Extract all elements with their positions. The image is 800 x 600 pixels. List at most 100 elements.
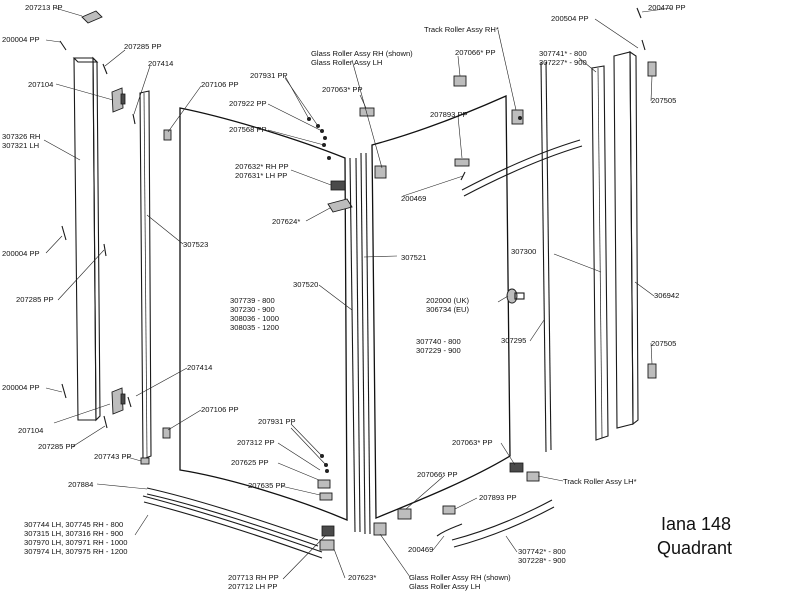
bottom-seal-207884 bbox=[146, 487, 319, 547]
label-207505-bottom: 207505 bbox=[651, 339, 676, 348]
label-207106-bottom: 207106 PP bbox=[201, 405, 239, 414]
label-307521: 307521 bbox=[401, 253, 426, 262]
label-207505-top: 207505 bbox=[651, 96, 676, 105]
label-200469-bottom: 200469 bbox=[408, 545, 433, 554]
door-seal-307520 bbox=[349, 157, 361, 533]
label-200004-bottom: 200004 PP bbox=[2, 383, 40, 392]
label-207931-top: 207931 PP bbox=[250, 71, 288, 80]
profile-307741 bbox=[591, 65, 609, 441]
label-207312: 207312 PP bbox=[237, 438, 275, 447]
hinge-207104-top bbox=[111, 87, 126, 113]
label-307300: 307300 bbox=[511, 247, 536, 256]
label-207623: 207623* bbox=[348, 573, 376, 582]
label-207922: 207922 PP bbox=[229, 99, 267, 108]
label-307742: 307742* - 800 bbox=[518, 547, 566, 556]
label-200469-top: 200469 bbox=[401, 194, 426, 203]
label-track-roller-lh: Track Roller Assy LH* bbox=[563, 477, 637, 486]
label-307228: 307228* - 900 bbox=[518, 556, 566, 565]
label-207213: 207213 PP bbox=[25, 3, 63, 12]
glass-roller-bottom bbox=[373, 522, 387, 536]
label-207414-bottom: 207414 bbox=[187, 363, 212, 372]
bottom-track-right bbox=[451, 499, 555, 548]
glass-roller-top bbox=[374, 165, 387, 179]
label-307229: 307229 - 900 bbox=[416, 346, 461, 355]
label-207624: 207624* bbox=[272, 217, 300, 226]
label-207063-top: 207063* PP bbox=[322, 85, 363, 94]
label-308036: 308036 - 1000 bbox=[230, 314, 279, 323]
label-207106-top: 207106 PP bbox=[201, 80, 239, 89]
screw-200004-mid bbox=[61, 225, 67, 241]
leader-lines bbox=[43, 7, 673, 580]
label-207063-bottom: 207063* PP bbox=[452, 438, 493, 447]
seal-307295 bbox=[540, 61, 552, 453]
top-curved-rail bbox=[461, 139, 583, 197]
door-seal-307521 bbox=[360, 152, 371, 535]
diagram-title-line1: Iana 148 bbox=[661, 514, 731, 534]
label-307741: 307741* - 800 bbox=[539, 49, 587, 58]
label-307970: 307970 LH, 307971 RH - 1000 bbox=[24, 538, 127, 547]
label-200470: 200470 PP bbox=[648, 3, 686, 12]
label-207625: 207625 PP bbox=[231, 458, 269, 467]
label-307321: 307321 LH bbox=[2, 141, 39, 150]
label-202000: 202000 (UK) bbox=[426, 296, 470, 305]
label-207632: 207632* RH PP bbox=[235, 162, 289, 171]
label-200004-top: 200004 PP bbox=[2, 35, 40, 44]
bracket-207624 bbox=[327, 198, 353, 213]
label-306734: 306734 (EU) bbox=[426, 305, 470, 314]
bracket-207213 bbox=[81, 10, 103, 24]
diagram-title-line2: Quadrant bbox=[657, 538, 732, 558]
label-207568: 207568 PP bbox=[229, 125, 267, 134]
label-307295: 307295 bbox=[501, 336, 526, 345]
part-labels: 207213 PP 200004 PP 207285 PP 207414 207… bbox=[2, 3, 686, 591]
wall-profile-left bbox=[72, 56, 101, 422]
door-knob bbox=[506, 288, 525, 304]
bottom-track-left bbox=[142, 495, 323, 559]
label-207635: 207635 PP bbox=[248, 481, 286, 490]
label-307227: 307227* - 900 bbox=[539, 58, 587, 67]
label-207713: 207713 RH PP bbox=[228, 573, 279, 582]
label-307744: 307744 LH, 307745 RH - 800 bbox=[24, 520, 123, 529]
label-207743: 207743 PP bbox=[94, 452, 132, 461]
label-glass-roller-top-rh: Glass Roller Assy RH (shown) bbox=[311, 49, 413, 58]
fixed-glass-left bbox=[179, 107, 348, 521]
label-glass-roller-top-lh: Glass Roller Assy LH bbox=[311, 58, 382, 67]
sliding-door-glass bbox=[371, 95, 511, 519]
label-207893-bottom: 207893 PP bbox=[479, 493, 517, 502]
label-207104-top: 207104 bbox=[28, 80, 53, 89]
label-207884: 207884 bbox=[68, 480, 93, 489]
label-207285-top: 207285 PP bbox=[124, 42, 162, 51]
label-track-roller-rh: Track Roller Assy RH* bbox=[424, 25, 499, 34]
hinge-207104-bottom bbox=[111, 387, 126, 415]
screw-200004-top bbox=[59, 40, 67, 51]
label-glass-roller-bottom-rh: Glass Roller Assy RH (shown) bbox=[409, 573, 511, 582]
label-207893-top: 207893 PP bbox=[430, 110, 468, 119]
label-207066-bottom: 207066* PP bbox=[417, 470, 458, 479]
label-200004-mid: 200004 PP bbox=[2, 249, 40, 258]
label-307523: 307523 bbox=[183, 240, 208, 249]
track-roller-rh bbox=[511, 109, 524, 125]
label-207285-mid: 207285 PP bbox=[16, 295, 54, 304]
bracket-207632 bbox=[330, 180, 346, 191]
label-307739: 307739 - 800 bbox=[230, 296, 275, 305]
label-307740: 307740 - 800 bbox=[416, 337, 461, 346]
screw-200004-bottom bbox=[61, 383, 67, 399]
label-307974: 307974 LH, 307975 RH - 1200 bbox=[24, 547, 127, 556]
label-207285-bottom: 207285 PP bbox=[38, 442, 76, 451]
label-200504: 200504 PP bbox=[551, 14, 589, 23]
label-207931-bottom: 207931 PP bbox=[258, 417, 296, 426]
wall-profile-right bbox=[613, 50, 639, 429]
label-307315: 307315 LH, 307316 RH - 900 bbox=[24, 529, 123, 538]
label-307326: 307326 RH bbox=[2, 132, 40, 141]
label-308035: 308035 - 1200 bbox=[230, 323, 279, 332]
label-207631: 207631* LH PP bbox=[235, 171, 287, 180]
label-glass-roller-bottom-lh: Glass Roller Assy LH bbox=[409, 582, 480, 591]
label-207066-top: 207066* PP bbox=[455, 48, 496, 57]
label-207712: 207712 LH PP bbox=[228, 582, 277, 591]
label-307230: 307230 - 900 bbox=[230, 305, 275, 314]
label-306942: 306942 bbox=[654, 291, 679, 300]
label-207414-top: 207414 bbox=[148, 59, 173, 68]
label-207104-bottom: 207104 bbox=[18, 426, 43, 435]
label-307520: 307520 bbox=[293, 280, 318, 289]
seal-307523 bbox=[139, 90, 152, 460]
